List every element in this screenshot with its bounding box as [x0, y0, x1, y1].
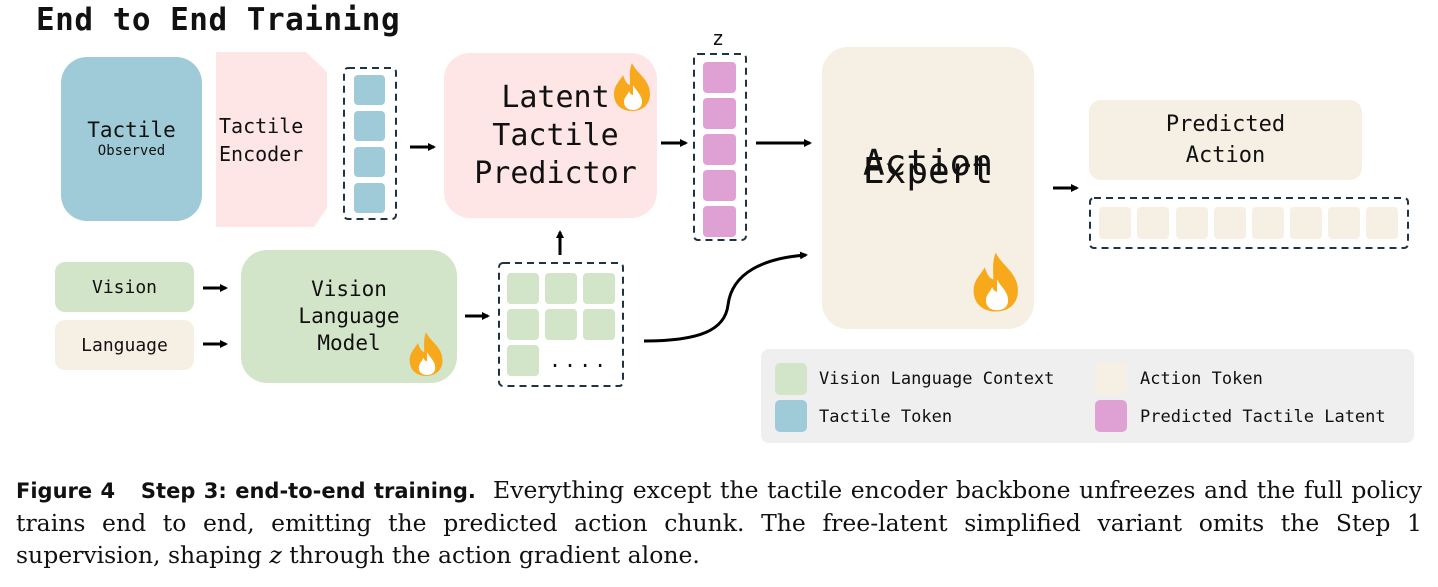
tactile-token [354, 111, 385, 141]
caption-figure-label: Figure 4 [16, 479, 116, 503]
legend-swatch-vision-language [775, 363, 807, 395]
context-token [545, 309, 577, 340]
action-token-container [1089, 197, 1409, 249]
context-token [507, 309, 539, 340]
vlm-line3: Model [317, 331, 381, 355]
predicted-action-block: Predicted Action [1089, 100, 1362, 180]
action-token [1214, 207, 1246, 239]
action-token [1099, 207, 1131, 239]
action-expert-line2: Expert [862, 151, 994, 192]
latent-token [703, 98, 736, 129]
context-token-container [498, 262, 624, 387]
figure-caption: Figure 4 Step 3: end-to-end training. Ev… [16, 474, 1422, 571]
flame-icon [614, 63, 650, 111]
caption-heading: Step 3: end-to-end training. [140, 479, 476, 503]
tactile-token [354, 147, 385, 177]
z-label: z [712, 26, 725, 50]
flame-icon [973, 252, 1018, 312]
context-token [583, 309, 615, 340]
tactile-observed-block: Tactile Observed [61, 57, 202, 221]
latent-token [703, 134, 736, 165]
tactile-encoder-line2: Encoder [219, 142, 304, 166]
caption-body-part2: through the action gradient alone. [289, 541, 700, 569]
tactile-token-container [343, 67, 397, 220]
legend-swatch-predicted-latent [1095, 400, 1127, 432]
legend-label-predicted-latent: Predicted Tactile Latent [1140, 407, 1386, 427]
action-token [1252, 207, 1284, 239]
vlm-line2: Language [298, 304, 400, 328]
action-token [1366, 207, 1398, 239]
legend-swatch-tactile-token [775, 400, 807, 432]
diagram-title: End to End Training [36, 2, 401, 38]
predictor-line3: Predictor [474, 155, 637, 191]
legend-label-vision-language: Vision Language Context [819, 369, 1055, 389]
action-token [1137, 207, 1169, 239]
caption-body-part1: Everything except the tactile encoder ba… [16, 476, 1422, 569]
action-token [1176, 207, 1208, 239]
vlm-line1: Vision [311, 277, 387, 301]
context-token [507, 273, 539, 304]
latent-token [703, 62, 736, 93]
action-token [1328, 207, 1360, 239]
predicted-action-line2: Action [1185, 143, 1266, 168]
tactile-encoder-line1: Tactile [219, 114, 304, 138]
language-input: Language [55, 320, 194, 370]
tactile-observed-sublabel: Observed [97, 143, 166, 159]
legend-label-tactile-token: Tactile Token [819, 407, 953, 427]
caption-z: z [269, 541, 282, 569]
context-token [583, 273, 615, 304]
predicted-action-line1: Predicted [1165, 112, 1286, 137]
predictor-line2: Tactile [492, 117, 619, 153]
legend-swatch-action-token [1095, 363, 1127, 395]
arrow-icon [643, 251, 808, 343]
action-expert-line1: Action [862, 143, 994, 184]
diagram-canvas [203, 52, 1409, 387]
tactile-observed-label: Tactile [87, 118, 176, 142]
tactile-token [354, 75, 385, 105]
context-token [545, 273, 577, 304]
vision-input: Vision [55, 262, 194, 312]
tactile-token [354, 183, 385, 213]
context-ellipsis: .... [549, 348, 610, 372]
latent-token-container [693, 53, 747, 241]
context-token [507, 345, 539, 376]
tactile-encoder-block [216, 52, 327, 227]
latent-token [703, 170, 736, 201]
legend: Vision Language Context Tactile Token Ac… [761, 349, 1414, 443]
predictor-line1: Latent [501, 79, 610, 115]
latent-token [703, 206, 736, 237]
flame-icon [409, 332, 443, 376]
tactile-encoder-label: Tactile Encoder [219, 112, 303, 168]
legend-label-action-token: Action Token [1140, 369, 1263, 389]
action-token [1290, 207, 1322, 239]
